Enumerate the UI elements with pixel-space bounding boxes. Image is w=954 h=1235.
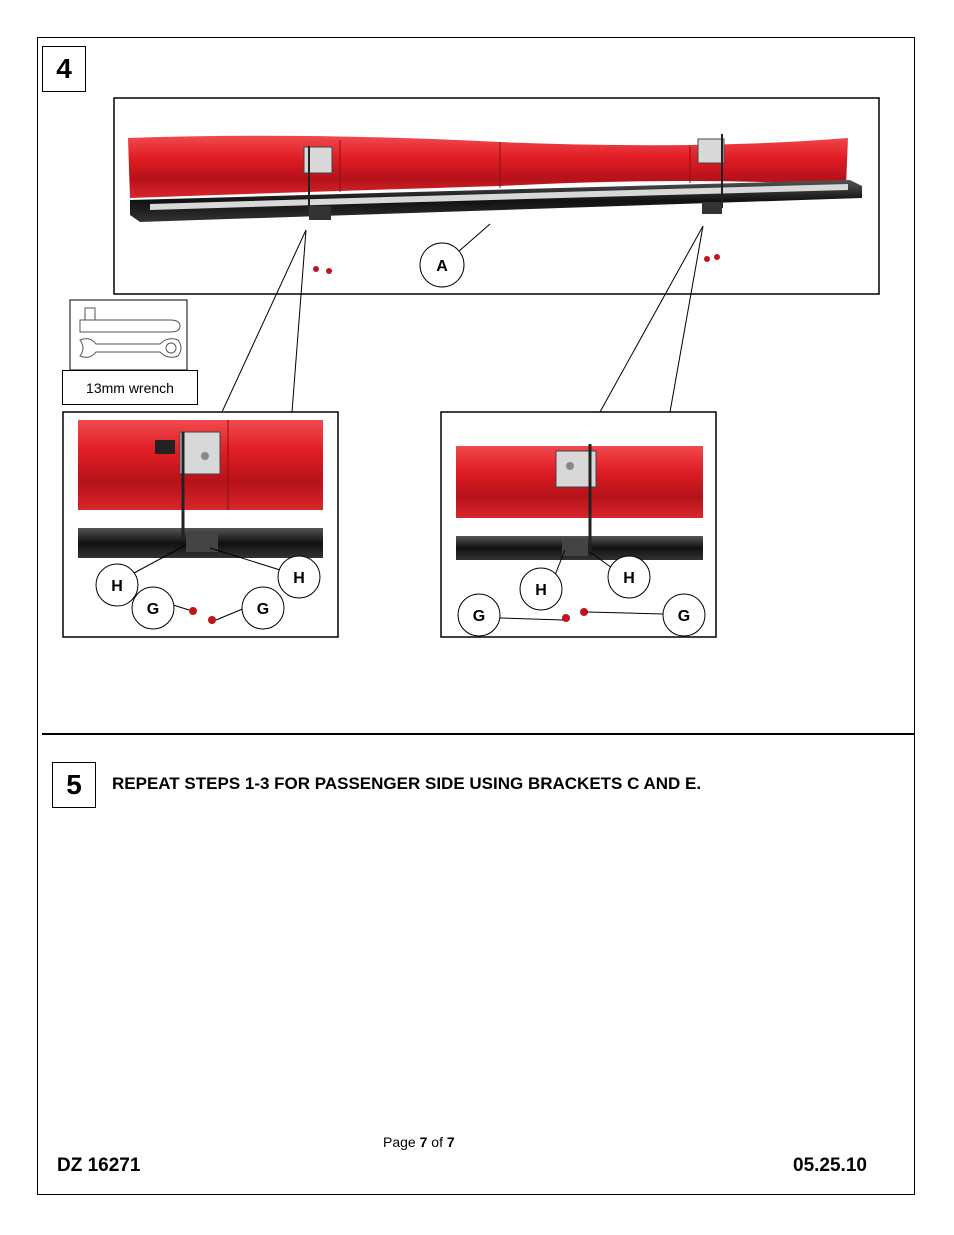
page-number: Page 7 of 7 <box>383 1134 455 1150</box>
tool-label: 13mm wrench <box>62 370 198 405</box>
left-callout-h2: H <box>209 547 321 599</box>
left-callout-g2: G <box>215 586 285 630</box>
left-detail-illustration <box>78 420 323 624</box>
right-detail-illustration <box>456 444 703 622</box>
svg-text:G: G <box>473 608 485 625</box>
svg-text:G: G <box>257 601 269 618</box>
right-callout-g2: G <box>586 593 706 637</box>
svg-text:H: H <box>293 570 305 587</box>
callout-a: A <box>419 223 491 288</box>
svg-text:H: H <box>623 570 635 587</box>
step-5-number: 5 <box>52 762 96 808</box>
main-hardware <box>313 254 720 274</box>
installation-diagram: A H H G <box>62 97 880 638</box>
svg-text:H: H <box>535 582 547 599</box>
right-callout-h1: H <box>519 549 566 611</box>
step-4-number: 4 <box>42 46 86 92</box>
part-number: DZ 16271 <box>57 1155 141 1176</box>
page-frame <box>37 37 915 1195</box>
svg-text:G: G <box>678 608 690 625</box>
svg-text:H: H <box>111 578 123 595</box>
left-callout-h1: H <box>95 544 187 607</box>
section-divider <box>42 733 914 735</box>
main-brackets <box>303 134 725 220</box>
wrench-icon <box>69 299 188 371</box>
right-callout-h2: H <box>589 551 651 599</box>
svg-text:G: G <box>147 601 159 618</box>
step-5-instruction: REPEAT STEPS 1-3 FOR PASSENGER SIDE USIN… <box>112 774 702 793</box>
document-date: 05.25.10 <box>793 1155 867 1176</box>
right-callout-g1: G <box>457 593 564 637</box>
svg-text:A: A <box>436 258 448 275</box>
left-callout-g1: G <box>131 586 190 630</box>
